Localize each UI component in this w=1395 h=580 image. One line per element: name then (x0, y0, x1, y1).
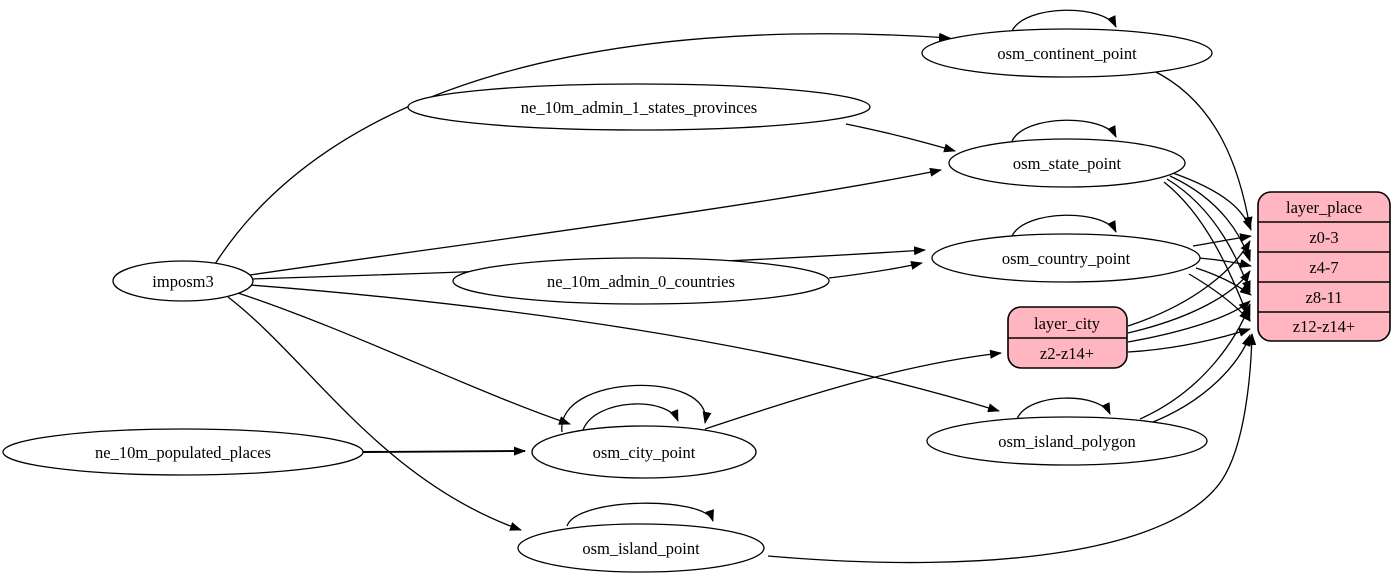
edge-osm_country_point-layer_place-z4-7 (1198, 257, 1252, 268)
edge-osm_country_point-layer_place-z12-z14 (1188, 273, 1251, 322)
layer_place-row-z0-3: z0-3 (1309, 228, 1338, 247)
ne_10m_populated_places-label: ne_10m_populated_places (95, 443, 271, 462)
edge-osm_continent_point-layer_place-z0-3 (1151, 69, 1253, 229)
node-layer_city: layer_city z2-z14+ (1007, 306, 1128, 369)
osm_continent_point-ellipse (921, 28, 1213, 78)
layer_city-row-z2-z14: z2-z14+ (1040, 344, 1094, 363)
node-osm_island_point: osm_island_point (517, 523, 765, 573)
ne_10m_populated_places-ellipse (2, 428, 364, 476)
edge-imposm3-osm_island_point (227, 296, 522, 531)
selfloop-osm_city_point-2 (561, 384, 712, 433)
edge-layer_city-layer_place-z8-11 (1127, 300, 1251, 343)
edge-osm_island_polygon-layer_place-z12-z14 (1147, 334, 1251, 425)
selfloop-osm_island_point (566, 502, 714, 527)
osm_island_point-label: osm_island_point (582, 539, 700, 558)
layer_place-title: layer_place (1286, 198, 1362, 217)
edge-layer_city-layer_place-z12-z14 (1127, 328, 1251, 353)
node-osm_city_point: osm_city_point (531, 425, 757, 479)
edge-layer (214, 9, 1257, 564)
edge-layer_city-layer_place-z0-3 (1127, 240, 1251, 327)
edge-osm_island_point-layer_place-z12-z14 (767, 333, 1257, 564)
node-layer_place: layer_place z0-3 z4-7 z8-11 z12-z14+ (1257, 191, 1391, 342)
selfloop-osm_continent_point (1011, 9, 1117, 32)
layer_city-title: layer_city (1034, 314, 1101, 333)
ne_10m_admin_0_countries-label: ne_10m_admin_0_countries (547, 272, 735, 291)
node-ne_10m_admin_1_states_provinces: ne_10m_admin_1_states_provinces (407, 83, 871, 131)
node-ne_10m_admin_0_countries: ne_10m_admin_0_countries (452, 257, 830, 305)
selfloop-osm_country_point (1011, 214, 1117, 237)
osm_country_point-label: osm_country_point (1002, 249, 1131, 268)
ne_10m_admin_1_states_provinces-label: ne_10m_admin_1_states_provinces (521, 98, 757, 117)
selfloop-osm_island_polygon (1016, 397, 1111, 420)
imposm3-ellipse (112, 260, 254, 302)
osm_country_point-ellipse (931, 233, 1201, 283)
ne_10m_admin_0_countries-ellipse (452, 257, 830, 305)
edge-osm_state_point-layer_place-z0-3 (1169, 171, 1252, 231)
node-osm_country_point: osm_country_point (931, 233, 1201, 283)
ne_10m_admin_1_states_provinces-ellipse (407, 83, 871, 131)
edge-osm_country_point-layer_place-z8-11 (1195, 267, 1252, 296)
node-osm_continent_point: osm_continent_point (921, 28, 1213, 78)
osm_city_point-label: osm_city_point (593, 443, 696, 462)
layer_place-box (1257, 191, 1391, 342)
node-osm_island_polygon: osm_island_polygon (926, 416, 1208, 466)
osm_continent_point-label: osm_continent_point (997, 44, 1137, 63)
osm_state_point-ellipse (948, 138, 1186, 188)
osm_island_point-ellipse (517, 523, 765, 573)
edge-imposm3-osm_island_polygon (249, 284, 1000, 413)
edge-osm_island_polygon-layer_place-z8-11 (1139, 303, 1251, 420)
edge-osm_city_point-layer_city-z2-z14 (704, 349, 1002, 430)
osm_city_point-ellipse (531, 425, 757, 479)
node-imposm3: imposm3 (112, 260, 254, 302)
node-ne_10m_populated_places: ne_10m_populated_places (2, 428, 364, 476)
node-osm_state_point: osm_state_point (948, 138, 1186, 188)
edge-layer_city-layer_place-z4-7 (1127, 270, 1251, 334)
osm_island_polygon-ellipse (926, 416, 1208, 466)
layer_place-row-z12-z14: z12-z14+ (1293, 317, 1355, 336)
imposm3-label: imposm3 (152, 272, 213, 291)
edge-imposm3-osm_city_point (237, 292, 571, 425)
edge-ne_10m_admin_0_countries-osm_country_point (828, 260, 923, 279)
edge-ne_10m_admin_1_states_provinces-osm_state_point (845, 123, 956, 153)
edge-ne_10m_populated_places-osm_city_point (362, 446, 526, 456)
selfloop-osm_state_point (1011, 119, 1117, 142)
osm_state_point-label: osm_state_point (1013, 154, 1122, 173)
layer_place-row-z8-11: z8-11 (1306, 288, 1343, 307)
edge-osm_country_point-layer_place-z0-3 (1192, 233, 1252, 247)
osm_island_polygon-label: osm_island_polygon (998, 432, 1136, 451)
layer_place-row-z4-7: z4-7 (1309, 258, 1338, 277)
edge-imposm3-osm_state_point (249, 167, 942, 276)
edge-imposm3-osm_continent_point (214, 32, 951, 265)
selfloop-osm_city_point-1 (582, 403, 679, 431)
